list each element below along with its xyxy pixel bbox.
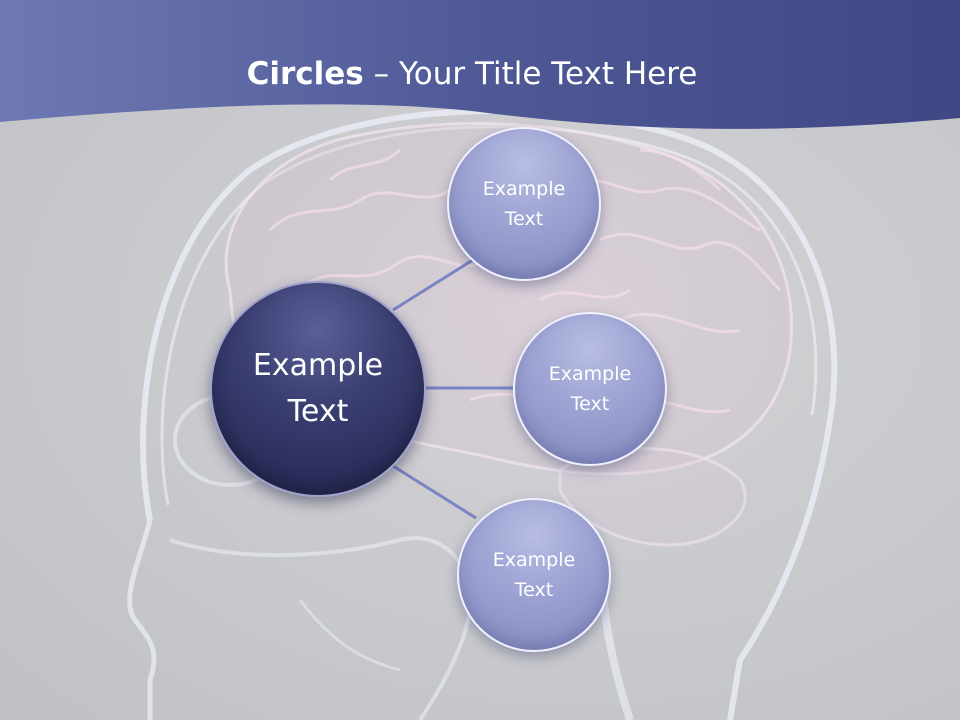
satellite-circle-label: Example Text (548, 363, 632, 415)
connector-line-3 (392, 464, 477, 520)
title-bold: Circles (246, 56, 364, 92)
title-rest: – Your Title Text Here (363, 56, 698, 92)
satellite-circle-3[interactable]: Example Text (457, 498, 611, 652)
satellite-circle-label: Example Text (482, 178, 566, 230)
center-circle-label: Example Text (252, 348, 384, 429)
page-title: Circles – Your Title Text Here (0, 52, 944, 96)
title-banner (0, 0, 960, 129)
satellite-circle-1[interactable]: Example Text (447, 127, 601, 281)
center-circle[interactable]: Example Text (210, 281, 426, 497)
satellite-circle-label: Example Text (492, 549, 576, 601)
connector-line-1 (392, 256, 477, 312)
satellite-circle-2[interactable]: Example Text (513, 312, 667, 466)
